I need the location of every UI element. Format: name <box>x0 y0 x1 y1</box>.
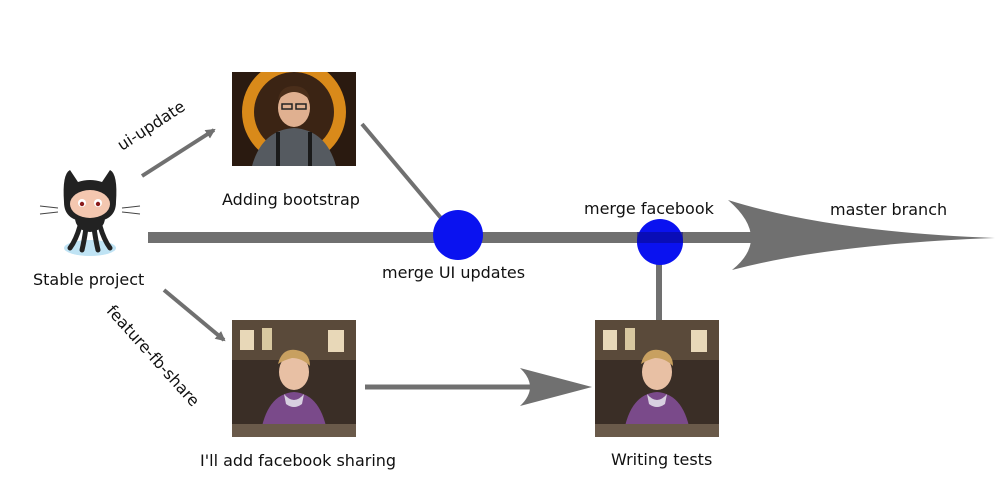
octocat-icon <box>39 170 141 256</box>
fb-sharing-commit-photo <box>232 320 356 437</box>
start-node-label: Stable project <box>33 270 145 289</box>
fb-sharing-to-tests-arrowhead <box>520 368 592 406</box>
merge-facebook-line-overlay <box>637 232 683 243</box>
fb-branch-arrow <box>162 288 226 342</box>
merge-facebook-label: merge facebook <box>584 199 714 218</box>
bootstrap-commit-label: Adding bootstrap <box>222 190 360 209</box>
ui-update-branch-arrow <box>140 128 216 178</box>
master-branch-arrowhead <box>728 200 995 270</box>
bootstrap-to-merge-arrow <box>360 122 448 226</box>
fb-sharing-commit-label: I'll add facebook sharing <box>200 451 397 470</box>
tests-commit-photo <box>595 320 719 437</box>
bootstrap-commit-photo <box>232 72 356 166</box>
master-branch-label: master branch <box>830 200 948 219</box>
merge-ui-label: merge UI updates <box>382 263 526 282</box>
merge-ui-node[interactable] <box>433 210 483 260</box>
tests-commit-label: Writing tests <box>611 450 713 469</box>
